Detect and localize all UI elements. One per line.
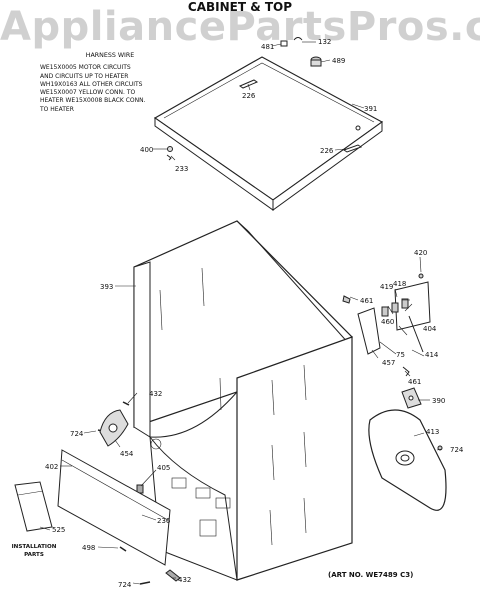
part-label: 724 [118, 581, 132, 589]
leader-lines [39, 41, 443, 585]
part-label: 461 [408, 378, 421, 386]
part-label: 405 [157, 464, 170, 472]
part-label: 454 [120, 450, 134, 458]
part-label: 391 [364, 105, 377, 113]
part-label: 236 [157, 517, 171, 525]
blower-bracket [99, 409, 129, 447]
part-label: 132 [318, 38, 331, 46]
part-label: 233 [175, 165, 188, 173]
part-number-labels: 481 132 489 226 391 400 233 226 420 393 … [45, 38, 464, 589]
harness-line: TO HEATER [40, 105, 74, 113]
harness-line: WE15X0005 MOTOR CIRCUITS [40, 64, 131, 72]
part-label: 75 [396, 351, 405, 359]
part-label: 525 [52, 526, 65, 534]
art-number: (ART NO. WE7489 C3) [328, 571, 414, 579]
part-label: 461 [360, 297, 373, 305]
part-label: 498 [82, 544, 95, 552]
part-label: 432 [149, 390, 162, 398]
control-bracket [357, 281, 431, 377]
part-label: 724 [70, 430, 84, 438]
part-label: 413 [426, 428, 439, 436]
part-label: 724 [450, 446, 464, 454]
harness-line: WH19X0163 ALL OTHER CIRCUITS [40, 80, 143, 88]
installation-label-line: INSTALLATION [11, 544, 57, 550]
installation-parts-bag [14, 481, 53, 532]
toe-panel [57, 449, 171, 566]
rear-panel [368, 409, 447, 511]
part-label: 414 [425, 351, 439, 359]
part-label: 460 [381, 318, 394, 326]
harness-wire-note: HARNESS WIRE WE15X0005 MOTOR CIRCUITS AN… [40, 52, 180, 114]
harness-title: HARNESS WIRE [85, 52, 135, 59]
part-label: 402 [45, 463, 58, 471]
part-label: 226 [320, 147, 334, 155]
installation-parts-label: INSTALLATION PARTS [4, 543, 64, 559]
diagram-title: CABINET & TOP [187, 0, 293, 14]
part-label: 418 [393, 280, 406, 288]
part-label: 400 [140, 146, 153, 154]
part-label: 420 [414, 249, 427, 257]
top-hardware [166, 37, 322, 161]
part-label: 404 [423, 325, 437, 333]
cabinet-body [133, 220, 354, 581]
part-label: 481 [261, 43, 274, 51]
harness-line: WE15X0007 YELLOW CONN. TO [40, 89, 136, 97]
part-label: 457 [382, 359, 395, 367]
installation-label-line: PARTS [24, 552, 44, 558]
part-label: 489 [332, 57, 345, 65]
harness-line: HEATER WE15X0008 BLACK CONN. [40, 97, 146, 105]
part-label: 393 [100, 283, 113, 291]
top-panel [153, 56, 384, 211]
part-label: 419 [380, 283, 393, 291]
part-label: 390 [432, 397, 445, 405]
duct-plate [401, 387, 422, 409]
part-label: 226 [242, 92, 256, 100]
part-label: 432 [178, 576, 191, 584]
harness-line: AND CIRCUITS UP TO HEATER [40, 72, 129, 80]
